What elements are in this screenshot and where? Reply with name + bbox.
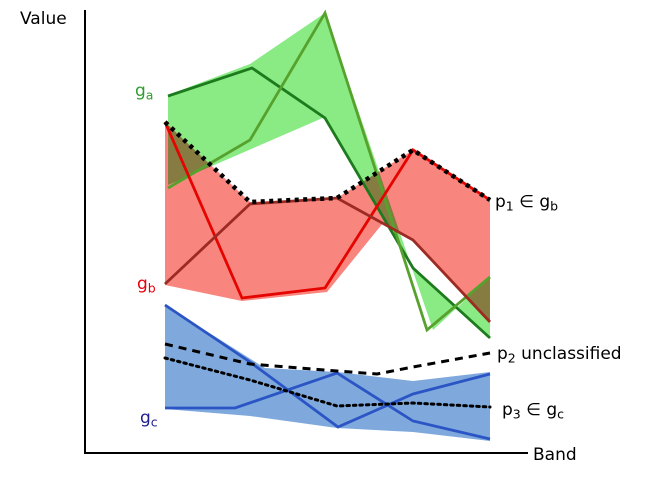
gb-label: gb <box>137 274 156 296</box>
gc-member-2-line <box>165 371 491 441</box>
gc-label: gc <box>140 408 158 430</box>
p2-label: p2 unclassified <box>497 344 622 366</box>
p1-profile-line <box>163 120 492 205</box>
p1-label: p1 ∈ gb <box>495 192 558 214</box>
p3-label: p3 ∈ gc <box>502 400 564 422</box>
gb-member-2-line <box>164 196 492 323</box>
ga-member-1-line <box>167 66 491 340</box>
value-axis-label: Value <box>20 9 67 29</box>
p2-profile-line <box>164 342 491 376</box>
gc-member-1-line <box>164 303 491 429</box>
ga-label: ga <box>135 81 153 103</box>
ga-member-2-line <box>167 9 491 333</box>
gb-envelope <box>165 122 490 322</box>
gc-envelope <box>165 305 490 441</box>
ga-envelope <box>168 13 490 338</box>
band-axis-label: Band <box>533 445 577 465</box>
p3-profile-line <box>163 356 492 409</box>
